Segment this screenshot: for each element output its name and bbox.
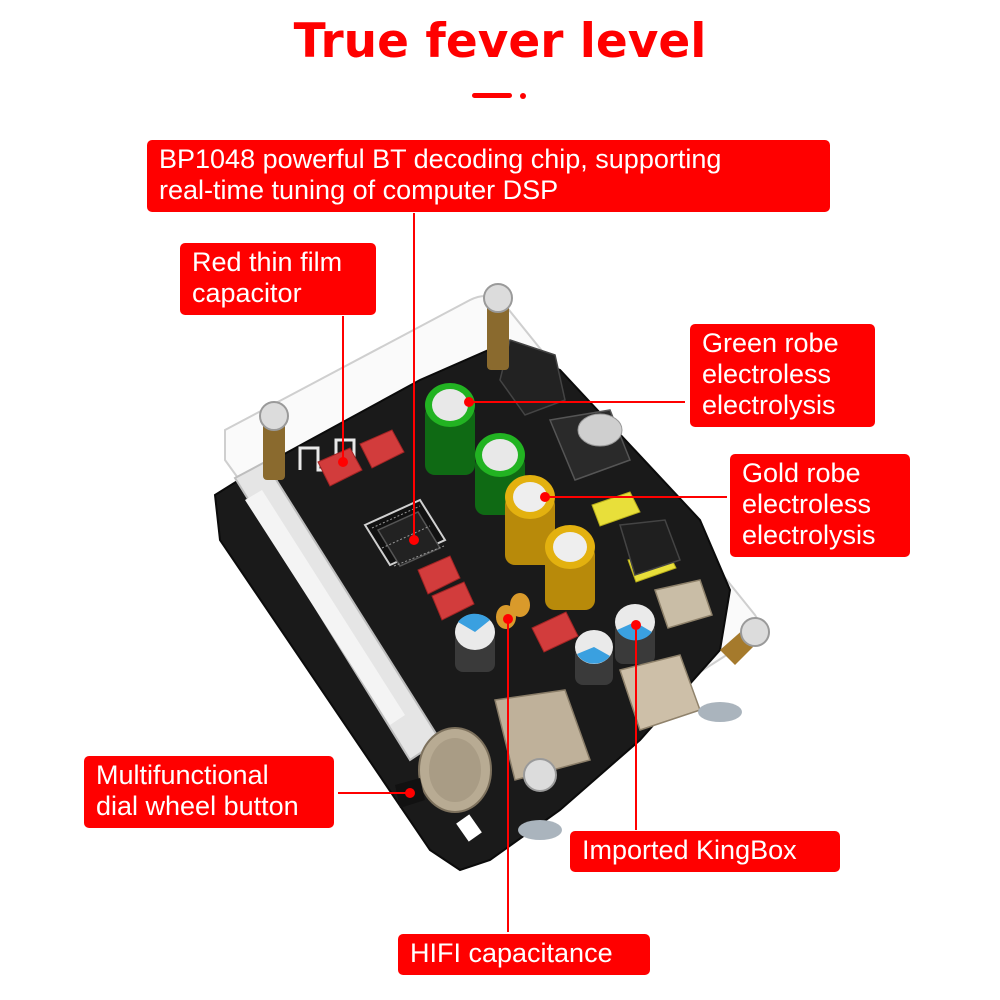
callout-film-line-2: capacitor bbox=[192, 278, 302, 308]
callout-green-line-1: Green robe bbox=[702, 328, 839, 358]
callout-hifi-line-1: HIFI capacitance bbox=[410, 938, 613, 968]
callout-green-capacitor: Green robe electroless electrolysis bbox=[690, 324, 875, 427]
callout-leader-lines bbox=[338, 213, 727, 932]
callout-chip: BP1048 powerful BT decoding chip, suppor… bbox=[147, 140, 830, 212]
usb-and-tf-connectors bbox=[494, 579, 713, 781]
gold-capacitors bbox=[505, 475, 595, 610]
standoffs bbox=[259, 283, 770, 792]
callout-gold-line-1: Gold robe bbox=[742, 458, 861, 488]
callout-green-line-3: electrolysis bbox=[702, 390, 836, 420]
callout-gold-capacitor: Gold robe electroless electrolysis bbox=[730, 454, 910, 557]
callout-dial-wheel: Multifunctional dial wheel button bbox=[84, 756, 334, 828]
kingbox-solid-capacitors bbox=[455, 604, 655, 685]
callout-green-line-2: electroless bbox=[702, 359, 832, 389]
callout-hifi: HIFI capacitance bbox=[398, 934, 650, 975]
red-film-capacitors bbox=[317, 429, 579, 653]
title-underline-dash bbox=[472, 93, 512, 98]
callout-film-capacitor: Red thin film capacitor bbox=[180, 243, 376, 315]
callout-dial-line-2: dial wheel button bbox=[96, 791, 299, 821]
title-underline-dot bbox=[520, 93, 526, 99]
audio-jacks bbox=[499, 339, 681, 576]
callout-chip-line-1: BP1048 powerful BT decoding chip, suppor… bbox=[159, 144, 722, 174]
callout-kingbox-line-1: Imported KingBox bbox=[582, 835, 797, 865]
rubber-feet bbox=[518, 702, 742, 840]
callout-film-line-1: Red thin film bbox=[192, 247, 343, 277]
callout-chip-line-2: real-time tuning of computer DSP bbox=[159, 175, 559, 205]
dial-wheel bbox=[395, 727, 492, 813]
callout-gold-line-3: electrolysis bbox=[742, 520, 876, 550]
callout-gold-line-2: electroless bbox=[742, 489, 872, 519]
callout-dial-line-1: Multifunctional bbox=[96, 760, 269, 790]
bp1048-chip bbox=[371, 505, 445, 567]
callout-kingbox: Imported KingBox bbox=[570, 831, 840, 872]
page-title: True fever level bbox=[293, 14, 707, 69]
sw-silkscreen bbox=[456, 814, 482, 842]
